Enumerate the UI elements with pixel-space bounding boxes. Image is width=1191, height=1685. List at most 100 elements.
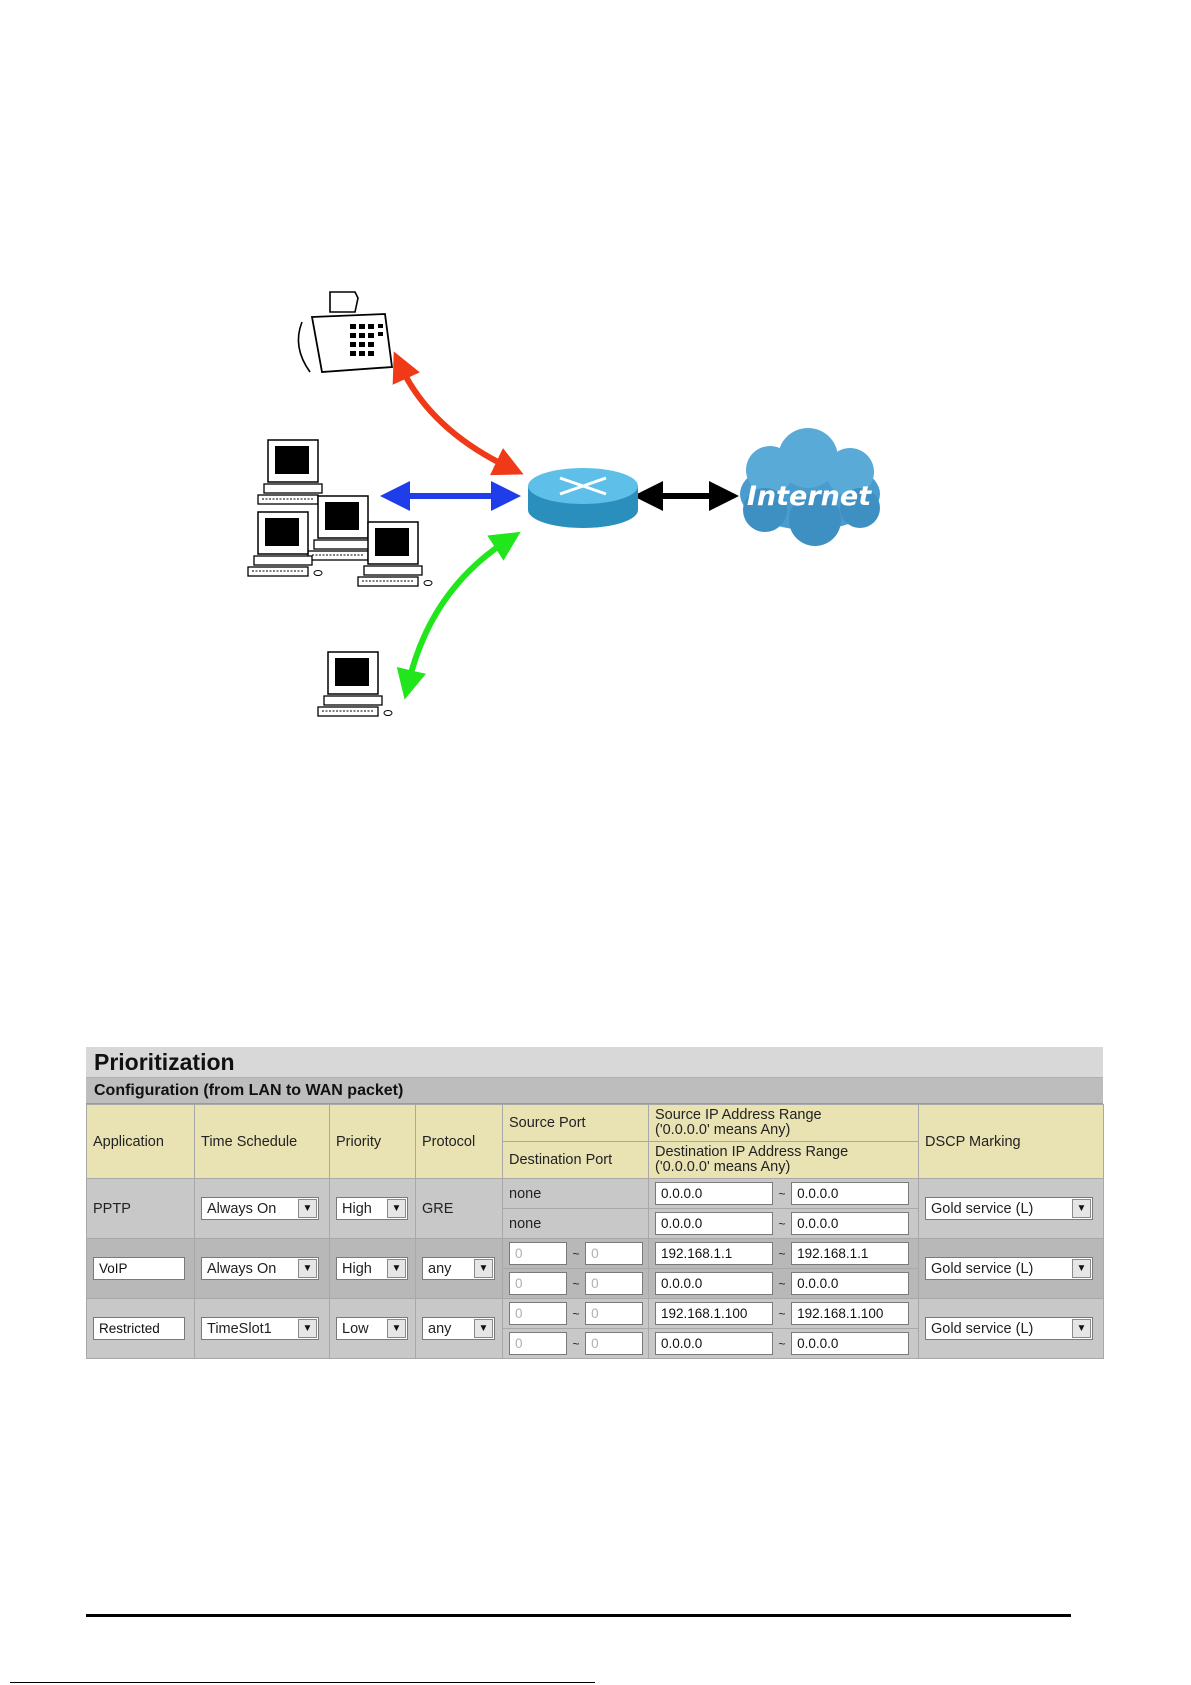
dscp-cell: Gold service (L)▼	[918, 1238, 1104, 1299]
panel-title: Prioritization	[86, 1047, 1103, 1078]
header-dest-ip: Destination IP Address Range ('0.0.0.0' …	[648, 1141, 919, 1179]
chevron-down-icon: ▼	[298, 1259, 317, 1278]
table-row: TimeSlot1▼ Low▼ any▼ ~ ~ Gold service (L…	[86, 1298, 1104, 1359]
destination-port-value: none	[502, 1208, 649, 1239]
prioritization-panel: Prioritization Configuration (from LAN t…	[86, 1047, 1104, 1359]
time-schedule-select[interactable]: Always On▼	[201, 1257, 319, 1280]
application-name: PPTP	[86, 1178, 195, 1239]
dest-ip-start-input[interactable]	[655, 1212, 773, 1235]
priority-select[interactable]: High▼	[336, 1197, 408, 1220]
destination-port-range: ~	[502, 1268, 649, 1299]
application-name-input[interactable]	[93, 1317, 185, 1340]
time-schedule-select[interactable]: Always On▼	[201, 1197, 319, 1220]
table-row: ~ ~	[87, 1268, 1104, 1299]
source-port-range: ~	[502, 1238, 649, 1269]
header-source-ip: Source IP Address Range ('0.0.0.0' means…	[648, 1104, 919, 1142]
table-row: ~ ~	[87, 1328, 1104, 1359]
page-footer-rule	[86, 1614, 1071, 1617]
source-port-value: none	[502, 1178, 649, 1209]
dest-ip-range: ~	[648, 1268, 919, 1299]
protocol-select[interactable]: any▼	[422, 1257, 495, 1280]
dest-port-end-input[interactable]	[585, 1332, 644, 1355]
telephone-icon	[297, 291, 394, 373]
chevron-down-icon: ▼	[387, 1199, 406, 1218]
table-row: Always On▼ High▼ any▼ ~ ~ Gold service (…	[86, 1238, 1104, 1299]
destination-port-range: ~	[502, 1328, 649, 1359]
priority-cell: High▼	[329, 1238, 416, 1299]
priority-cell: High▼	[329, 1178, 416, 1239]
restricted-link-arrow	[396, 531, 521, 700]
dscp-select[interactable]: Gold service (L)▼	[925, 1317, 1093, 1340]
dest-ip-end-input[interactable]	[791, 1332, 910, 1355]
dest-port-start-input[interactable]	[509, 1272, 567, 1295]
protocol-cell: any▼	[415, 1298, 503, 1359]
range-separator: ~	[778, 1276, 786, 1291]
dest-port-end-input[interactable]	[585, 1272, 644, 1295]
header-dscp: DSCP Marking	[918, 1104, 1104, 1179]
qos-rules-table: Application Time Schedule Priority Proto…	[86, 1104, 1104, 1359]
time-schedule-cell: TimeSlot1▼	[194, 1298, 330, 1359]
panel-subtitle: Configuration (from LAN to WAN packet)	[86, 1078, 1103, 1104]
source-ip-start-input[interactable]	[655, 1242, 773, 1265]
table-row: none ~	[87, 1208, 1104, 1239]
header-protocol: Protocol	[415, 1104, 503, 1179]
application-name-input[interactable]	[93, 1257, 185, 1280]
source-port-start-input[interactable]	[509, 1242, 567, 1265]
source-port-end-input[interactable]	[585, 1242, 644, 1265]
source-port-start-input[interactable]	[509, 1302, 567, 1325]
source-port-end-input[interactable]	[585, 1302, 644, 1325]
internet-cloud-icon: Internet	[740, 428, 880, 546]
page-bottom-rule	[10, 1682, 595, 1683]
application-cell	[86, 1238, 195, 1299]
internet-label: Internet	[747, 481, 872, 512]
chevron-down-icon: ▼	[387, 1319, 406, 1338]
chevron-down-icon: ▼	[474, 1259, 493, 1278]
source-ip-range: ~	[648, 1298, 919, 1329]
priority-select[interactable]: Low▼	[336, 1317, 408, 1340]
range-separator: ~	[572, 1246, 580, 1261]
protocol-select[interactable]: any▼	[422, 1317, 495, 1340]
dscp-select[interactable]: Gold service (L)▼	[925, 1257, 1093, 1280]
dest-ip-start-input[interactable]	[655, 1332, 773, 1355]
source-ip-end-input[interactable]	[791, 1242, 910, 1265]
application-cell	[86, 1298, 195, 1359]
time-schedule-select[interactable]: TimeSlot1▼	[201, 1317, 319, 1340]
computer-icon	[317, 651, 393, 717]
dest-ip-end-input[interactable]	[791, 1272, 910, 1295]
dest-ip-start-input[interactable]	[655, 1272, 773, 1295]
source-ip-start-input[interactable]	[655, 1182, 773, 1205]
protocol-cell: any▼	[415, 1238, 503, 1299]
source-ip-start-input[interactable]	[655, 1302, 773, 1325]
lan-computers-group	[247, 439, 433, 587]
dest-port-start-input[interactable]	[509, 1332, 567, 1355]
source-ip-range: ~	[648, 1178, 919, 1209]
range-separator: ~	[778, 1186, 786, 1201]
range-separator: ~	[572, 1336, 580, 1351]
source-port-range: ~	[502, 1298, 649, 1329]
table-row: PPTP Always On▼ High▼ GRE none ~ Gold se…	[86, 1178, 1104, 1239]
header-priority: Priority	[329, 1104, 416, 1179]
dest-ip-range: ~	[648, 1328, 919, 1359]
dscp-cell: Gold service (L)▼	[918, 1178, 1104, 1239]
range-separator: ~	[572, 1306, 580, 1321]
priority-cell: Low▼	[329, 1298, 416, 1359]
protocol-value: GRE	[415, 1178, 503, 1239]
source-ip-range: ~	[648, 1238, 919, 1269]
computer-icon	[257, 439, 333, 505]
dscp-select[interactable]: Gold service (L)▼	[925, 1197, 1093, 1220]
chevron-down-icon: ▼	[1072, 1199, 1091, 1218]
range-separator: ~	[778, 1306, 786, 1321]
priority-select[interactable]: High▼	[336, 1257, 408, 1280]
dest-ip-end-input[interactable]	[791, 1212, 910, 1235]
chevron-down-icon: ▼	[474, 1319, 493, 1338]
header-time-schedule: Time Schedule	[194, 1104, 330, 1179]
computer-icon	[247, 511, 323, 577]
chevron-down-icon: ▼	[1072, 1259, 1091, 1278]
dest-ip-range: ~	[648, 1208, 919, 1239]
header-source-port: Source Port	[502, 1104, 649, 1142]
source-ip-end-input[interactable]	[791, 1302, 910, 1325]
time-schedule-cell: Always On▼	[194, 1178, 330, 1239]
header-application: Application	[86, 1104, 195, 1179]
source-ip-end-input[interactable]	[791, 1182, 910, 1205]
header-source-ip-note: ('0.0.0.0' means Any)	[655, 1122, 791, 1138]
